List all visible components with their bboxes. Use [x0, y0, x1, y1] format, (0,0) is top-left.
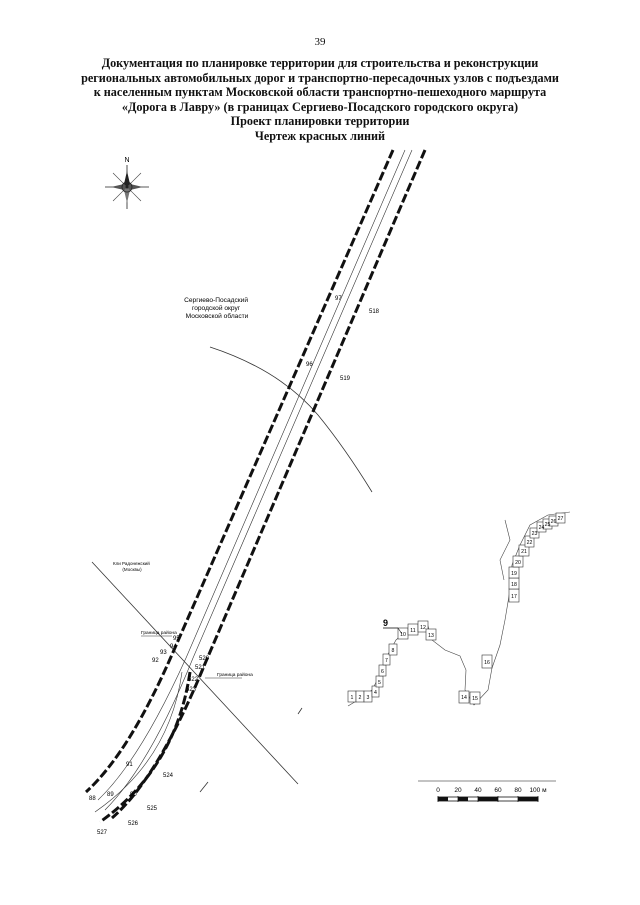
right-point-labels: 518 519 520 521 522 523 524 525 526 527: [97, 309, 380, 836]
point-label: 89: [107, 792, 114, 798]
red-line-left: [84, 149, 395, 794]
sheet-number: 4: [374, 690, 377, 696]
sheet-number: 19: [511, 571, 517, 577]
scale-label: 40: [474, 787, 482, 794]
scale-label: 0: [436, 787, 440, 794]
sheet-number: 13: [428, 633, 434, 639]
sheet-number: 17: [511, 594, 517, 600]
compass-north-label: N: [124, 157, 129, 164]
point-label: 519: [340, 376, 351, 382]
sheet-number: 11: [410, 628, 415, 634]
inner-line: [94, 671, 183, 813]
sheet-number: 15: [472, 696, 478, 702]
background-lines: [91, 346, 373, 793]
boundary-label: Граница района: [217, 671, 253, 678]
header-line: Документация по планировке территории дл…: [101, 56, 539, 70]
sheet-number: 25: [545, 522, 551, 528]
sheet-number: 22: [527, 540, 533, 546]
point-label: 526: [128, 821, 139, 827]
scale-label: 60: [494, 787, 502, 794]
road-centerline: [104, 149, 413, 811]
point-label: 527: [97, 830, 108, 836]
sheet-number: 12: [420, 625, 426, 631]
sheet-number: 14: [461, 695, 467, 701]
point-label: 96: [306, 362, 313, 368]
scale-label: 80: [514, 787, 522, 794]
sheet-number: 16: [484, 660, 490, 666]
compass-rose: N: [105, 157, 149, 209]
district-label: Сергиево-Посадский городской округ Моско…: [184, 296, 250, 320]
point-label: 522: [188, 677, 199, 683]
sheet-number: 7: [385, 658, 388, 664]
point-label: 518: [369, 309, 380, 315]
sheet-number: 8: [392, 648, 395, 654]
sheet-number: 24: [539, 525, 545, 531]
point-label: 97: [335, 296, 342, 302]
document-header: Документация по планировке территории дл…: [40, 56, 600, 144]
inset-route-line: [499, 519, 511, 581]
sheet-number: 26: [551, 519, 557, 525]
point-label: 93: [160, 650, 167, 656]
scale-bar: 0 20 40 60 80 100 м: [418, 780, 556, 802]
header-line: Чертеж красных линий: [254, 128, 386, 143]
red-line-right-lower: [99, 671, 192, 824]
sheet-number: 27: [558, 516, 564, 522]
sheet-number: 18: [511, 582, 517, 588]
sheet-number: 21: [521, 549, 527, 555]
header-line: к населенным пунктам Московской области …: [93, 85, 547, 100]
small-district-label: Кли Радонежский (Москвы): [113, 560, 151, 572]
sheet-number: 23: [532, 531, 538, 537]
point-label: 92: [152, 658, 159, 664]
sheet-index-inset: 1 2 3 4 5 6 7 8 10 11 12 13 14 15 16 17 …: [347, 511, 571, 707]
sheet-number: 2: [359, 695, 362, 701]
inset-sheet-numbers: 1 2 3 4 5 6 7 8 10 11 12 13 14 15 16 17 …: [351, 516, 564, 702]
sheet-number: 10: [400, 632, 406, 638]
header-line: региональных автомобильных дорог и транс…: [81, 70, 559, 85]
point-label: 88: [89, 796, 96, 802]
road-corridor: [84, 149, 427, 824]
sheet-number: 3: [367, 695, 370, 701]
point-label: 94: [170, 644, 177, 650]
scale-label: 100 м: [529, 787, 547, 794]
sheet-number: 5: [378, 680, 381, 686]
road-centerline: [97, 149, 406, 801]
point-label: 520: [199, 656, 210, 662]
point-label: 95: [173, 636, 180, 642]
header-line: «Дорога в Лавру» (в границах Сергиево-По…: [121, 99, 519, 114]
point-label: 521: [195, 665, 206, 671]
inset-callout: 9: [383, 618, 388, 628]
point-label: 524: [163, 773, 174, 779]
red-line-right: [111, 149, 427, 820]
scale-label: 20: [454, 787, 462, 794]
page-number: 39: [314, 36, 326, 48]
left-point-labels: 97 96 95 94 93 92 91 90 89 88: [89, 296, 342, 802]
point-label: 91: [126, 762, 133, 768]
sheet-number: 6: [381, 669, 384, 675]
header-line: Проект планировки территории: [230, 114, 410, 129]
inset-sheets: [347, 512, 566, 705]
boundary-label: Граница района: [141, 629, 177, 636]
point-label: 525: [147, 806, 158, 812]
point-label: 523: [186, 687, 197, 693]
point-label: 90: [130, 792, 137, 798]
sheet-number: 1: [351, 695, 354, 701]
sheet-number: 20: [515, 560, 521, 566]
